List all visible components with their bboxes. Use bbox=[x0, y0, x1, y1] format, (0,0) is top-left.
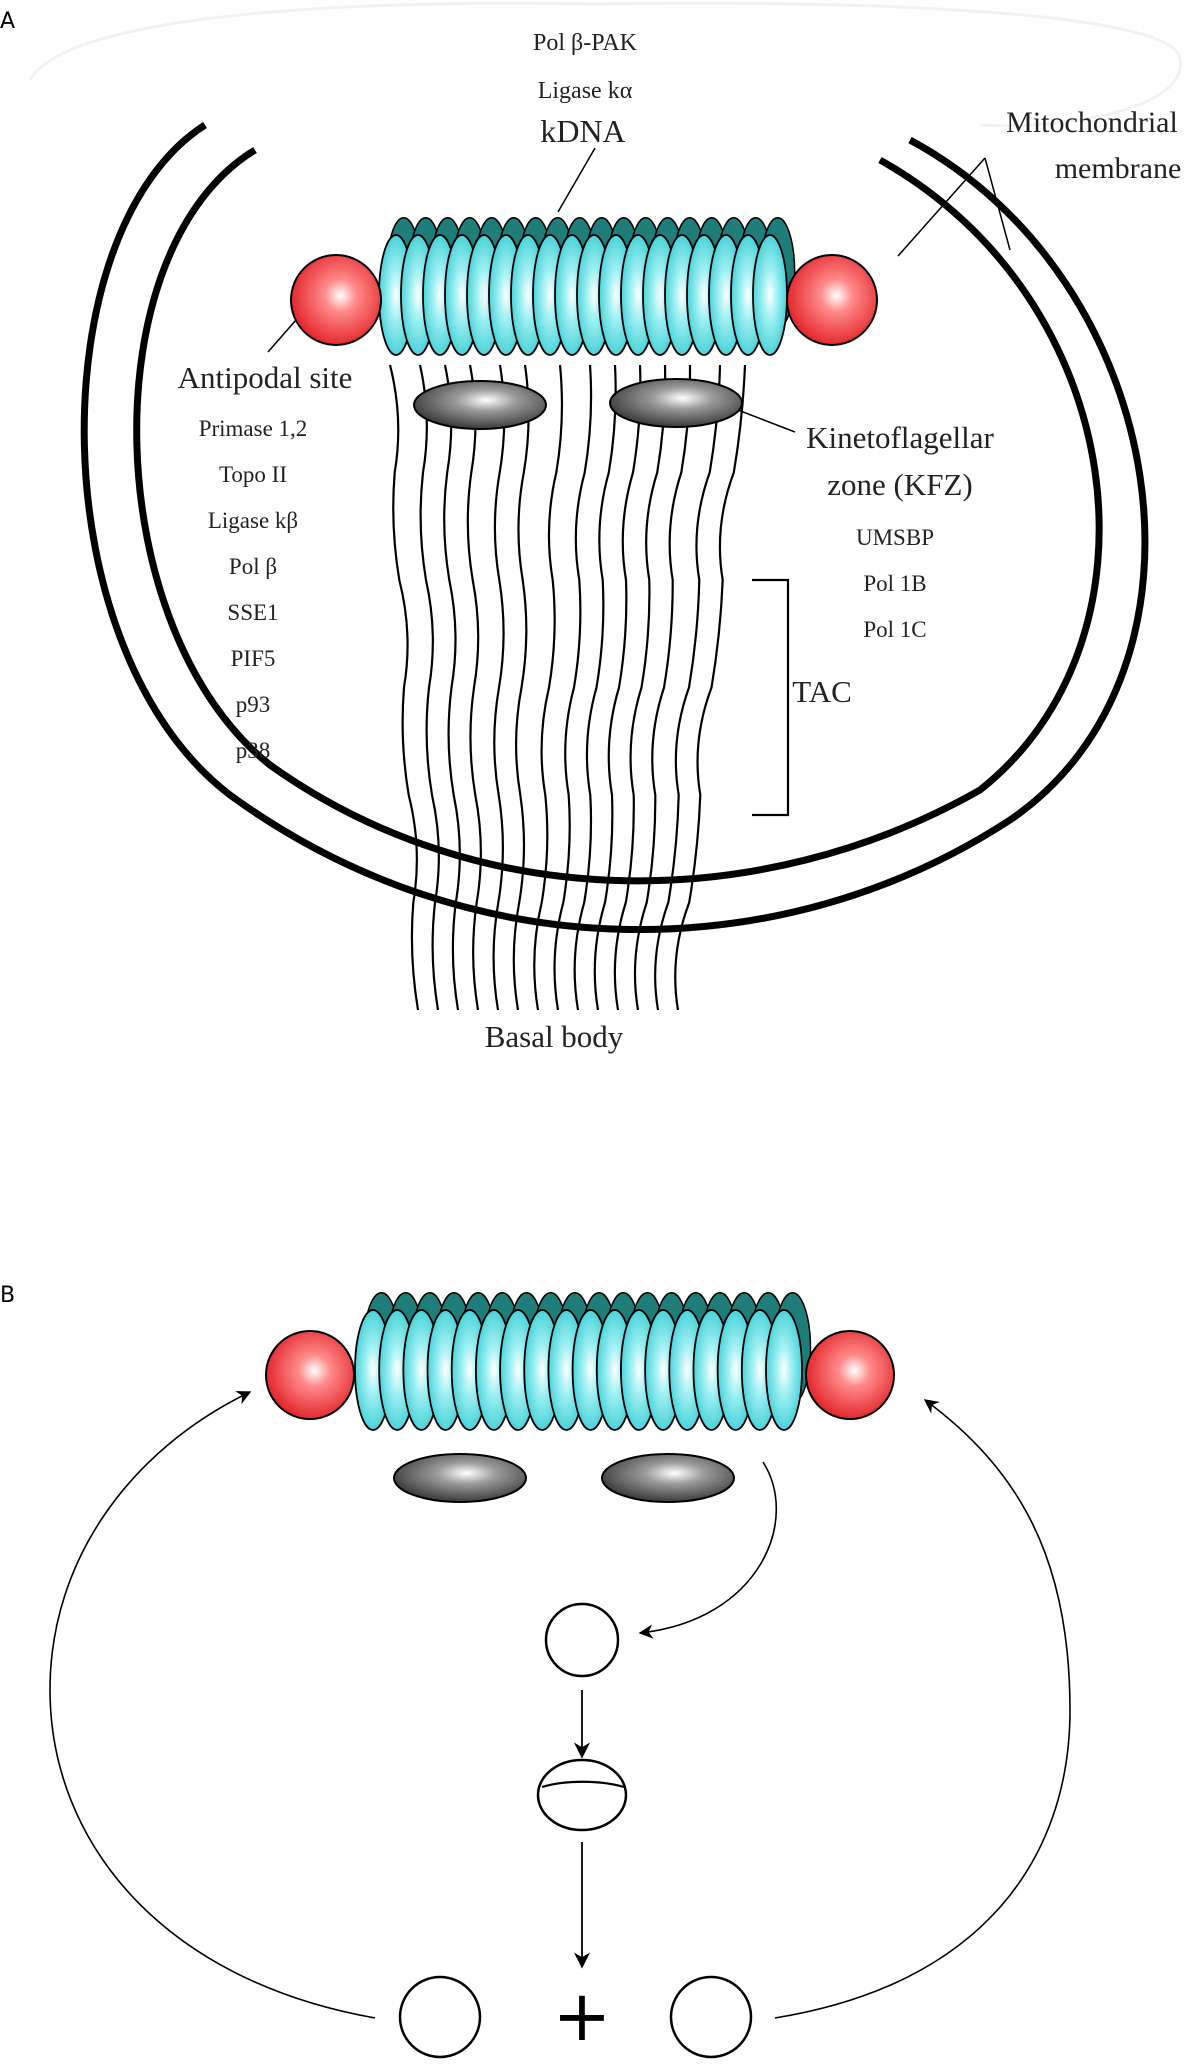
kfz-protein-item: UMSBP bbox=[856, 525, 934, 550]
tac-filament bbox=[512, 364, 530, 1011]
plus-sign: + bbox=[553, 1975, 612, 2057]
label-mitochondrial: Mitochondrial bbox=[1006, 106, 1178, 139]
kfz-protein-item: Pol 1B bbox=[863, 571, 926, 596]
tac-filament bbox=[418, 364, 440, 1011]
tac-filament bbox=[466, 364, 482, 1011]
antipodal-protein-item: Pol β bbox=[229, 554, 277, 579]
antipodal-site-right bbox=[786, 254, 878, 346]
kdna-minicircle bbox=[752, 234, 788, 356]
daughter-minicircle-right bbox=[669, 1975, 753, 2059]
panel-a-letter: A bbox=[0, 9, 15, 34]
label-kdna: kDNA bbox=[540, 113, 625, 149]
mito-leader-line-2 bbox=[984, 157, 1011, 251]
kfz-ellipse-left bbox=[413, 380, 547, 430]
mito-leader-line-1 bbox=[897, 157, 986, 257]
return-arrow-left bbox=[49, 1391, 376, 2019]
tac-filament bbox=[593, 364, 642, 1011]
panel-a: A Pol β-PAK Ligase kα kDNA Mitochondrial… bbox=[0, 1, 1182, 1054]
mitochondrial-membrane-outer bbox=[80, 122, 1149, 933]
tac-filament bbox=[492, 364, 506, 1011]
tac-filament bbox=[674, 364, 747, 1011]
kfz-leader-line bbox=[737, 409, 796, 433]
tac-filaments bbox=[388, 364, 747, 1011]
label-pol-beta-pak: Pol β-PAK bbox=[533, 30, 638, 56]
kfz-ellipse-right-b bbox=[601, 1453, 735, 1503]
panel-b: B + bbox=[0, 1283, 1071, 2059]
daughter-minicircle-left bbox=[398, 1975, 482, 2059]
antipodal-protein-item: Ligase kβ bbox=[208, 508, 298, 533]
tac-filament bbox=[533, 364, 564, 1011]
tac-filament bbox=[633, 364, 692, 1011]
antipodal-protein-item: PIF5 bbox=[231, 646, 276, 671]
label-ligase-k-alpha: Ligase kα bbox=[538, 78, 633, 104]
replicating-minicircle bbox=[536, 1758, 628, 1832]
kfz-ellipse-right bbox=[609, 378, 743, 428]
free-minicircle bbox=[544, 1602, 620, 1678]
release-arrow bbox=[638, 1461, 778, 1639]
kfz-ellipse-left-b bbox=[393, 1453, 527, 1503]
tac-filament bbox=[388, 364, 420, 1011]
antipodal-protein-item: Topo II bbox=[219, 462, 287, 487]
tac-filament bbox=[553, 364, 593, 1011]
tac-filament bbox=[654, 364, 722, 1011]
cell-outline-arc bbox=[28, 1, 1182, 128]
antipodal-leader-line bbox=[267, 319, 297, 353]
label-membrane: membrane bbox=[1055, 152, 1182, 185]
antipodal-site-right-b bbox=[805, 1330, 895, 1420]
label-kfz: zone (KFZ) bbox=[827, 467, 972, 502]
kdna-leader-line bbox=[557, 147, 596, 213]
antipodal-site-left-b bbox=[265, 1330, 355, 1420]
tac-filament bbox=[443, 364, 461, 1011]
label-kinetoflagellar: Kinetoflagellar bbox=[806, 420, 994, 455]
tac-filament bbox=[573, 364, 617, 1011]
kfz-protein-list: UMSBP Pol 1B Pol 1C bbox=[856, 525, 934, 642]
mitochondrial-membrane-inner bbox=[133, 147, 1103, 885]
tac-filament bbox=[613, 364, 667, 1011]
replication-bubble bbox=[541, 1780, 625, 1789]
antipodal-protein-item: Primase 1,2 bbox=[199, 416, 308, 441]
return-arrow-right bbox=[774, 1399, 1071, 2019]
kdna-disc-b bbox=[354, 1292, 812, 1431]
label-antipodal-site: Antipodal site bbox=[178, 360, 353, 395]
antipodal-protein-item: p38 bbox=[236, 738, 271, 763]
antipodal-protein-item: p93 bbox=[236, 692, 271, 717]
label-tac: TAC bbox=[792, 674, 852, 709]
antipodal-site-left bbox=[290, 254, 382, 346]
kfz-protein-item: Pol 1C bbox=[863, 617, 926, 642]
antipodal-protein-item: SSE1 bbox=[227, 600, 278, 625]
kdna-disc bbox=[378, 217, 796, 356]
kdna-b-minicircle bbox=[765, 1309, 803, 1431]
panel-b-letter: B bbox=[0, 1283, 15, 1308]
tac-bracket bbox=[752, 578, 790, 817]
label-basal-body: Basal body bbox=[485, 1019, 624, 1054]
